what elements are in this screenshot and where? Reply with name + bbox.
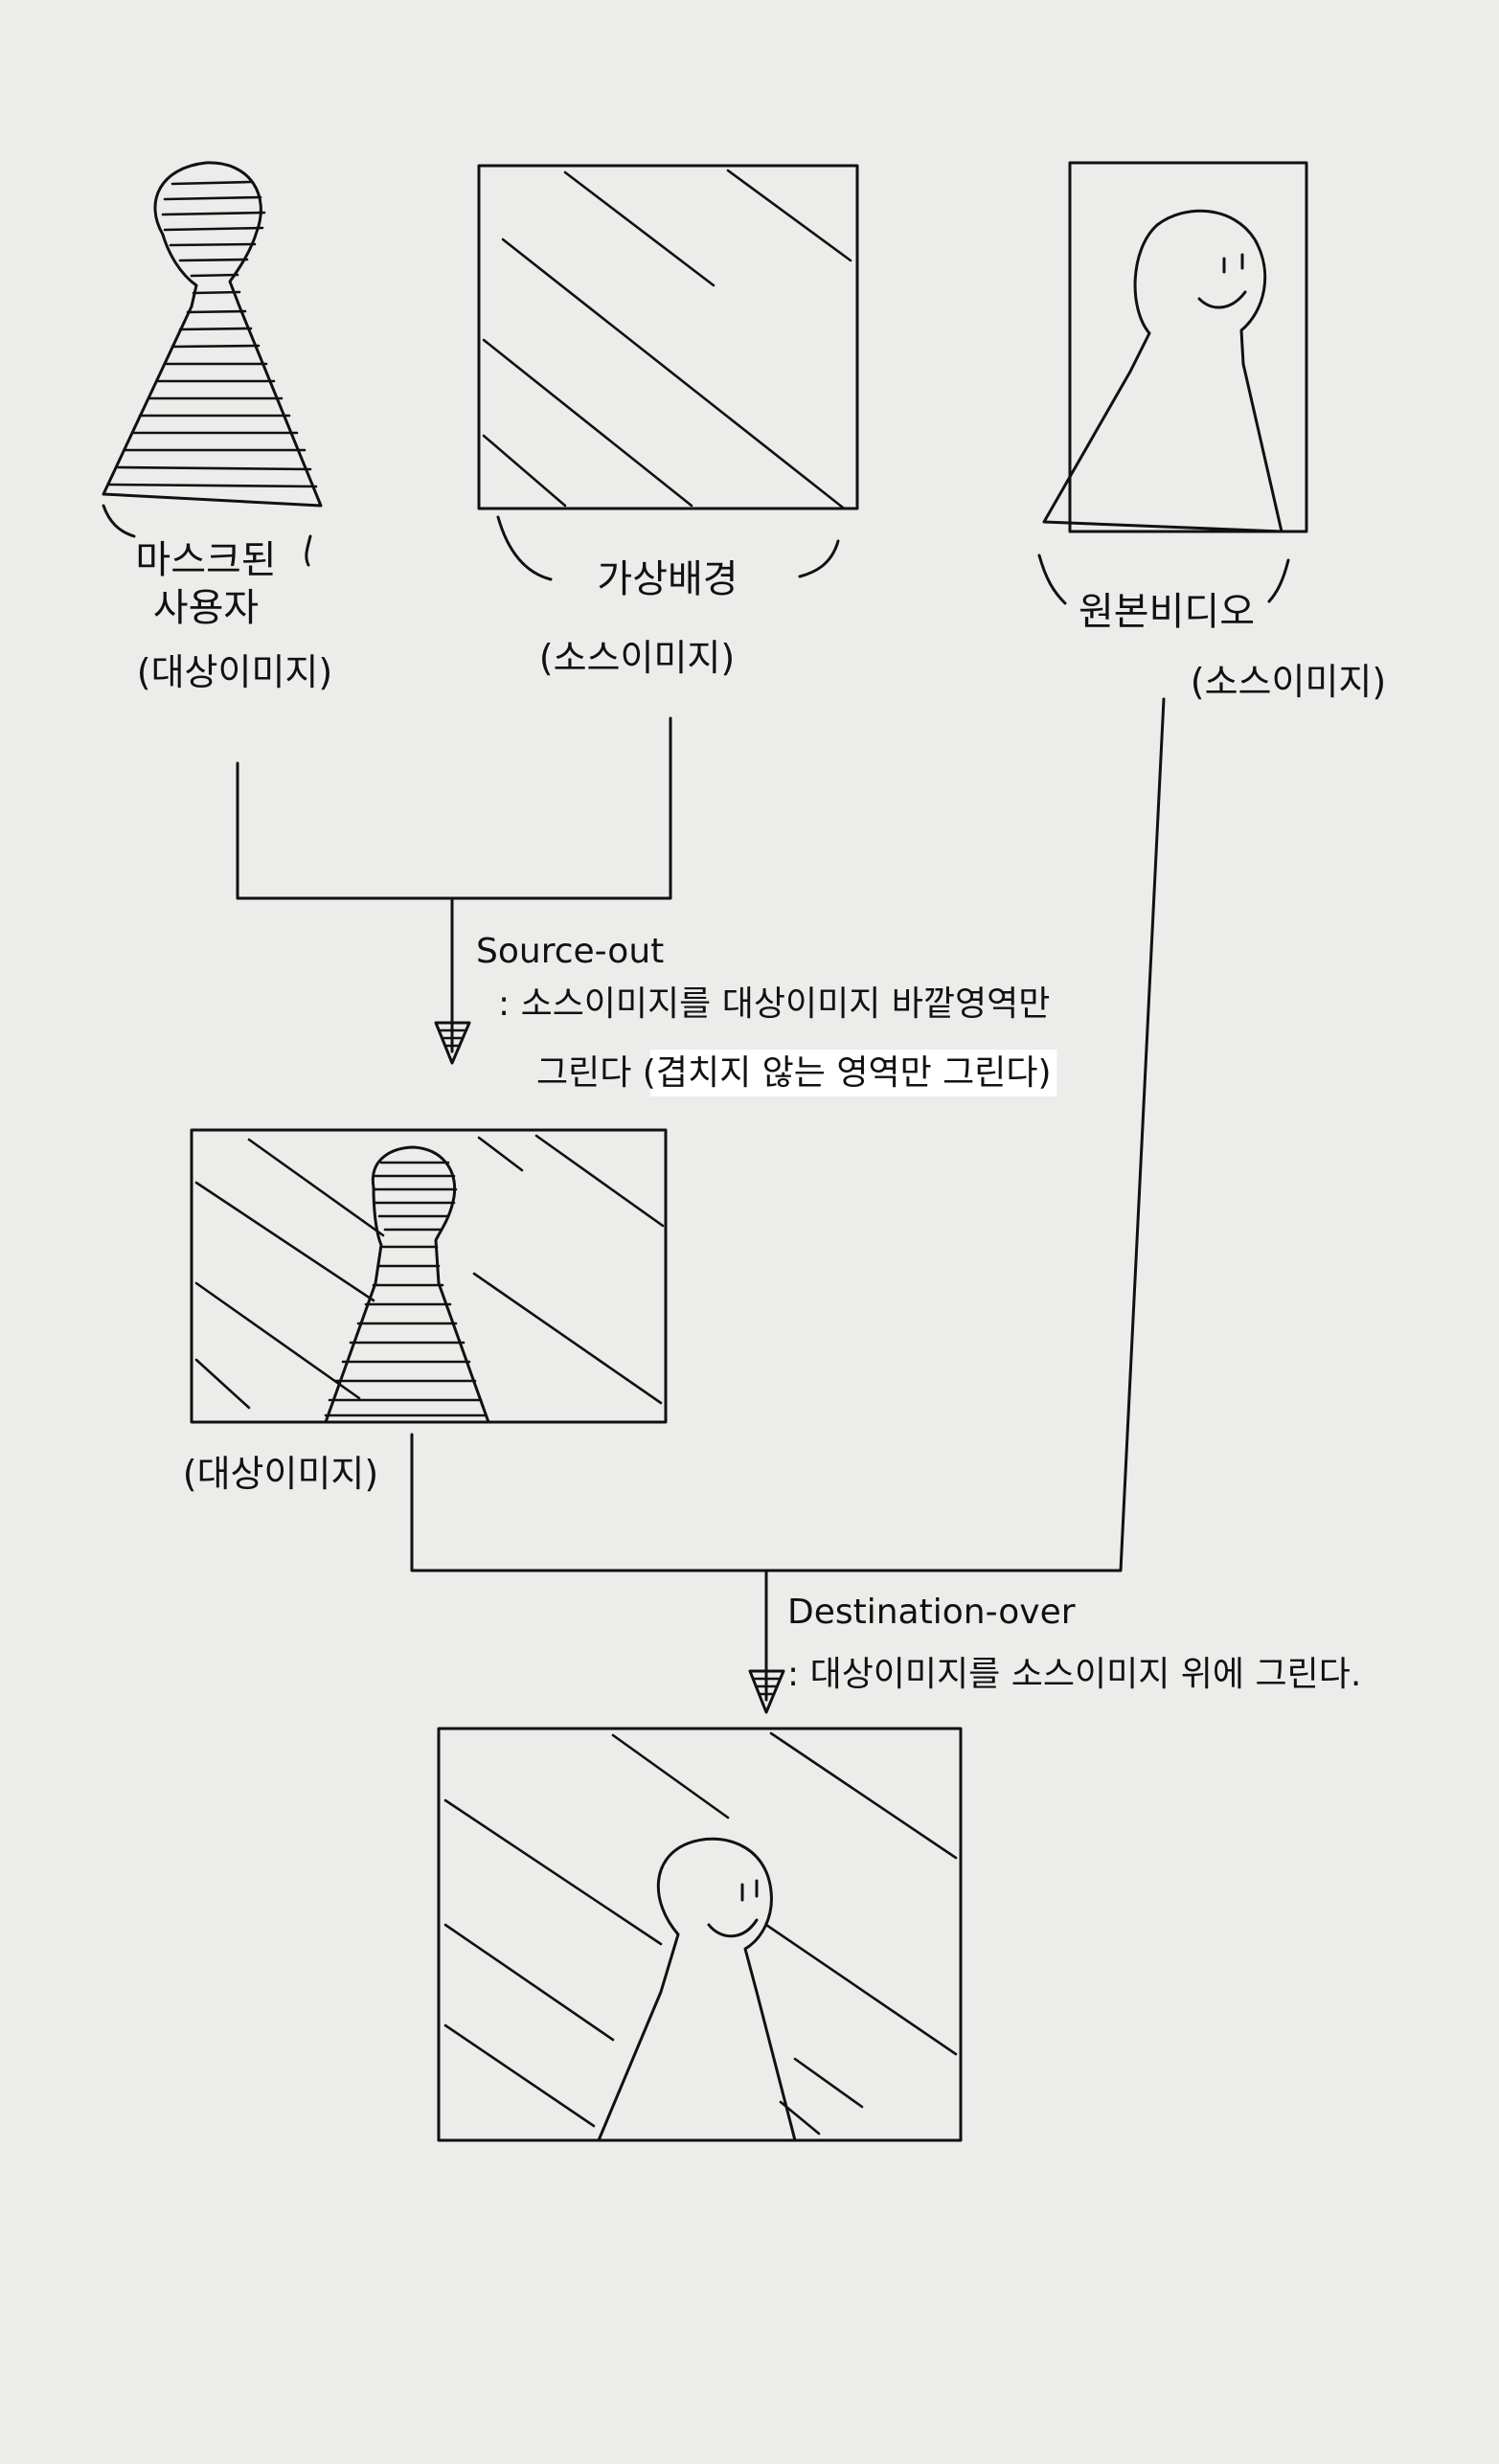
masked-user-label-line2: 사용자 [153,586,259,630]
original-video-role-label: (소스이미지) [1191,661,1386,703]
virtual-background-label: 가상배경 [597,557,738,601]
source-out-op-desc-line2-a: 그린다 ( [536,1053,656,1093]
source-out-op-name: Source-out [476,932,664,971]
destination-over-op-name: Destination-over [787,1593,1076,1632]
masked-user-role-label: (대상이미지) [137,651,332,693]
virtual-background-role-label: (소스이미지) [539,637,735,679]
destination-over-op-desc: : 대상이미지를 소스이미지 위에 그린다. [787,1655,1361,1694]
masked-user-label-line1: 마스크된 [135,538,276,582]
intermediate-role-label: (대상이미지) [183,1453,378,1495]
source-out-op-desc-line2: 그린다 (겹치지 않는 영역만 그린다) [536,1053,1052,1093]
source-out-op-desc-line2-b: 겹치지 않는 영역만 그린다) [656,1053,1052,1093]
source-out-op-desc-line1: : 소스이미지를 대상이미지 바깥영역만 [498,984,1050,1024]
original-video-label: 원본비디오 [1079,590,1255,634]
